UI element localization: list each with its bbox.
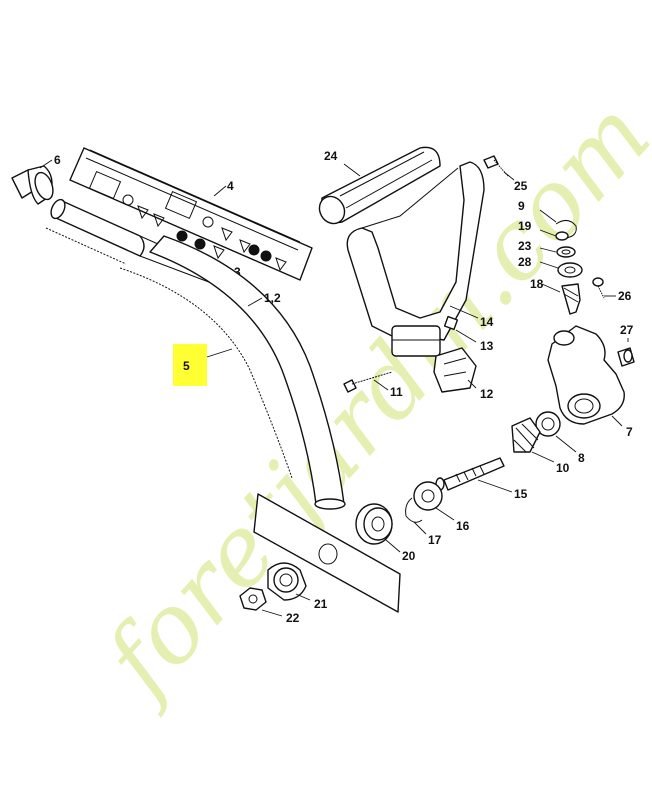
leader-15 — [477, 479, 513, 493]
part-warning-label[interactable] — [69, 147, 313, 281]
part-gear-9[interactable] — [561, 283, 581, 315]
callout-20[interactable]: 20 — [402, 549, 416, 563]
callout-14[interactable]: 9 — [518, 199, 525, 213]
callout-16[interactable]: 16 — [456, 519, 470, 533]
leader-1-2 — [247, 297, 263, 307]
part-handle-grip[interactable] — [315, 146, 441, 228]
leader-21 — [295, 593, 311, 601]
leader-11 — [539, 261, 559, 269]
leader-23 — [449, 305, 479, 319]
callout-26[interactable]: 12 — [480, 387, 494, 401]
part-circlip-14[interactable] — [555, 220, 577, 239]
callout-4[interactable]: 4 — [227, 179, 234, 193]
callout-24[interactable]: 24 — [324, 149, 338, 163]
callout-1-2[interactable]: 1,2 — [264, 291, 281, 305]
part-clamp-block[interactable] — [433, 347, 477, 393]
leader-22 — [261, 609, 283, 617]
callout-9[interactable]: 18 — [530, 277, 544, 291]
part-blade[interactable] — [253, 493, 401, 613]
callout-25[interactable]: 25 — [514, 179, 528, 193]
callout-28[interactable]: 13 — [480, 339, 494, 353]
part-circlip-17[interactable] — [405, 497, 423, 523]
leader-25 — [503, 171, 515, 181]
leader-6 — [39, 159, 53, 169]
part-bearing-16[interactable] — [413, 481, 443, 511]
callout-19[interactable]: 26 — [618, 289, 632, 303]
part-main-tube[interactable] — [119, 235, 346, 510]
callout-18[interactable]: 27 — [620, 323, 634, 337]
leader-8 — [555, 435, 577, 453]
leader-5 — [206, 348, 233, 358]
part-thrust-plate-20[interactable] — [355, 503, 393, 545]
part-bearing-11[interactable] — [557, 262, 583, 278]
callout-7[interactable]: 7 — [626, 425, 633, 439]
leader-4 — [213, 185, 227, 197]
part-bevel-gear-10[interactable] — [511, 417, 541, 453]
callout-8[interactable]: 8 — [578, 451, 585, 465]
callout-10[interactable]: 10 — [556, 461, 570, 475]
highlight-box — [173, 344, 207, 386]
leader-28 — [455, 329, 477, 343]
part-gear-head[interactable] — [547, 325, 625, 425]
leader-10 — [531, 451, 555, 463]
callout-13[interactable]: 19 — [518, 219, 532, 233]
part-bearing-12[interactable] — [556, 246, 576, 258]
callout-27[interactable]: 11 — [390, 385, 403, 399]
leader-7 — [611, 415, 623, 427]
leader-17 — [413, 521, 427, 535]
leader-12 — [539, 247, 557, 253]
part-drive-shaft-left[interactable] — [45, 227, 127, 265]
callout-15[interactable]: 15 — [514, 487, 528, 501]
leader-13 — [539, 229, 557, 237]
leader-16 — [435, 507, 455, 521]
part-nut-22[interactable] — [239, 587, 267, 611]
part-screw-27[interactable] — [343, 371, 393, 393]
leader-14 — [539, 209, 557, 223]
part-bearing-8[interactable] — [535, 411, 561, 437]
callout-12[interactable]: 23 — [518, 239, 532, 253]
part-plug-18[interactable] — [617, 347, 635, 367]
leader-27 — [373, 379, 389, 391]
callout-3[interactable]: 3 — [234, 265, 241, 279]
part-thrust-washer-21[interactable] — [267, 562, 307, 601]
part-end-cap[interactable] — [11, 165, 56, 205]
leader-9 — [541, 283, 561, 293]
part-screw-19[interactable] — [592, 277, 605, 299]
callout-22[interactable]: 22 — [286, 611, 300, 625]
leader-24 — [343, 163, 361, 177]
part-loop-handle[interactable] — [346, 161, 485, 357]
callout-21[interactable]: 21 — [314, 597, 328, 611]
callout-17[interactable]: 17 — [428, 533, 442, 547]
leader-26 — [467, 379, 477, 389]
part-clamp-28[interactable] — [443, 315, 459, 331]
callout-11[interactable]: 28 — [518, 255, 532, 269]
leader-20 — [385, 539, 401, 553]
callout-23[interactable]: 14 — [480, 315, 494, 329]
callout-5[interactable]: 5 — [183, 359, 190, 373]
callout-6[interactable]: 6 — [54, 153, 61, 167]
part-washer-13[interactable] — [555, 231, 569, 241]
